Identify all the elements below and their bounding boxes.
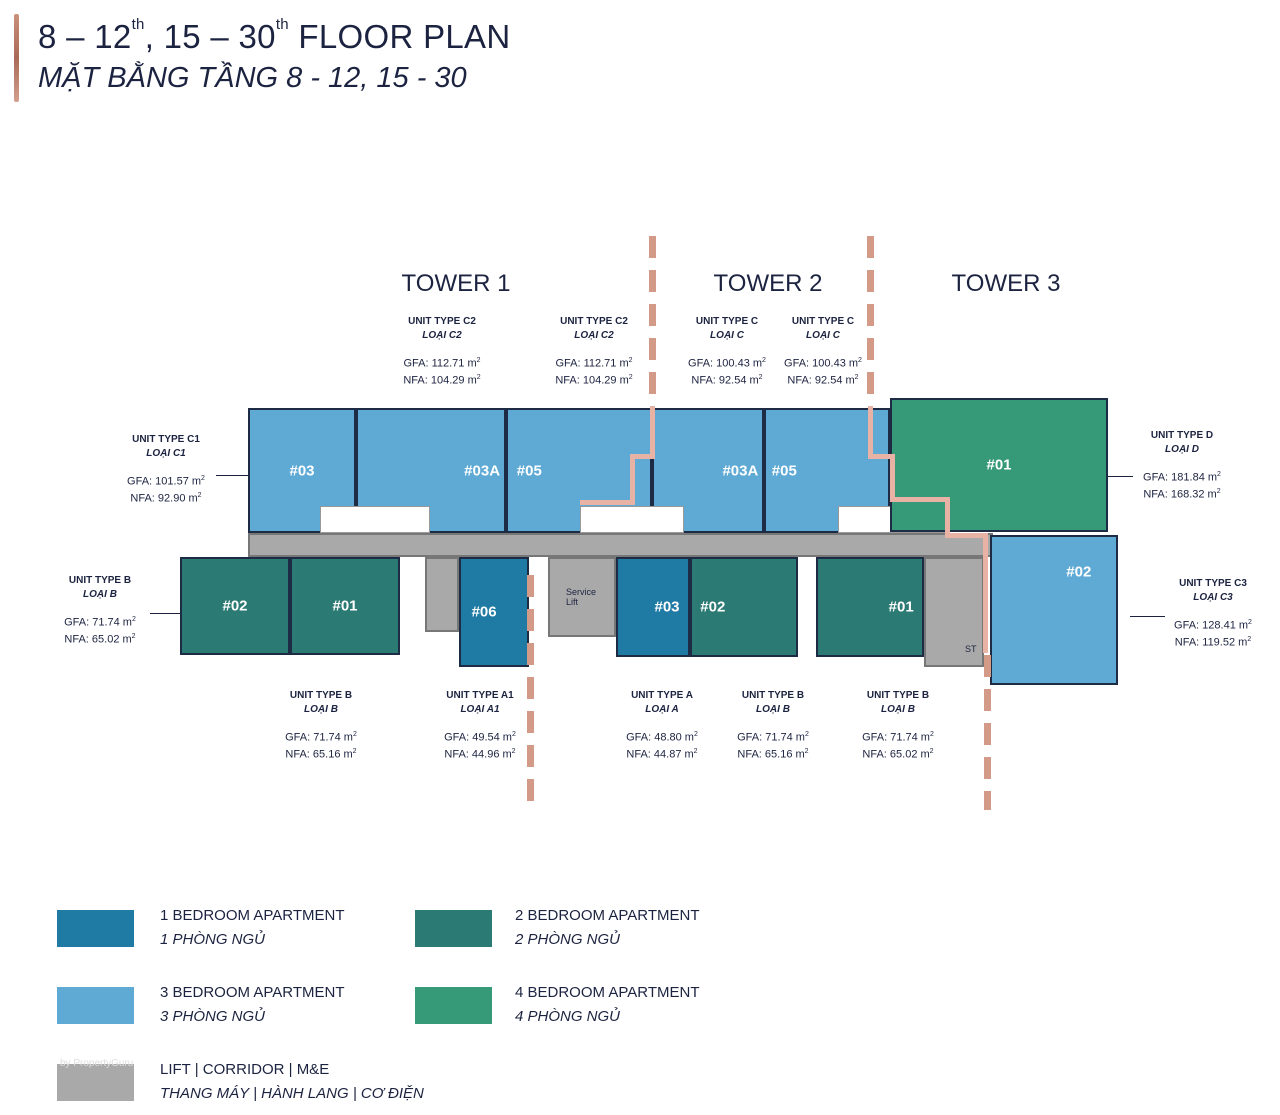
- legend-swatch-1br: [57, 910, 134, 947]
- unit-b-01: #01: [290, 557, 400, 655]
- boundary-path: [890, 454, 895, 499]
- page-title: 8 – 12th, 15 – 30th FLOOR PLAN: [38, 16, 511, 55]
- tower-2-label: TOWER 2: [713, 270, 823, 297]
- lift: [425, 557, 459, 632]
- tower-3-label: TOWER 3: [951, 270, 1061, 297]
- tower-boundary-2-3: [867, 236, 874, 406]
- boundary-path: [868, 406, 873, 456]
- boundary-path: [650, 406, 655, 456]
- unit-b-02b: #02: [690, 557, 798, 657]
- leader-line: [150, 613, 180, 614]
- unit-t1-03: #03: [248, 408, 356, 533]
- unit-b-01b: #01: [816, 557, 924, 657]
- corridor: [248, 533, 993, 557]
- void: [320, 506, 430, 533]
- legend-swatch-4br: [415, 987, 492, 1024]
- leader-line: [216, 475, 248, 476]
- boundary-path: [630, 454, 635, 504]
- unit-b-03: #03: [616, 557, 690, 657]
- service-lift: Service Lift: [548, 557, 616, 637]
- tower-1-label: TOWER 1: [401, 270, 511, 297]
- boundary-path: [945, 497, 950, 537]
- lift-stair: ST: [924, 557, 984, 667]
- boundary-path: [945, 533, 985, 538]
- void: [580, 506, 684, 533]
- leader-line: [1130, 616, 1165, 617]
- unit-t3-02: #02: [990, 535, 1118, 685]
- unit-b-02: #02: [180, 557, 290, 655]
- legend-swatch-2br: [415, 910, 492, 947]
- legend-swatch-lift-corridor: [57, 1064, 134, 1101]
- boundary-path: [580, 500, 635, 505]
- legend-swatch-3br: [57, 987, 134, 1024]
- title-accent-bar: [14, 14, 19, 102]
- unit-t3-01: #01: [890, 398, 1108, 532]
- tower-boundary-1-2: [649, 236, 656, 406]
- boundary-path: [983, 533, 988, 653]
- boundary-path: [890, 497, 945, 502]
- page-subtitle: MẶT BẰNG TẦNG 8 - 12, 15 - 30: [38, 62, 467, 94]
- tower-boundary-2-3-lower: [984, 655, 991, 810]
- tower-boundary-1-2-lower: [527, 575, 534, 810]
- leader-line: [1108, 476, 1133, 477]
- watermark: by PropertyGuru: [60, 1058, 134, 1069]
- boundary-path: [868, 454, 893, 459]
- boundary-path: [630, 454, 655, 459]
- unit-b-06: #06: [459, 557, 529, 667]
